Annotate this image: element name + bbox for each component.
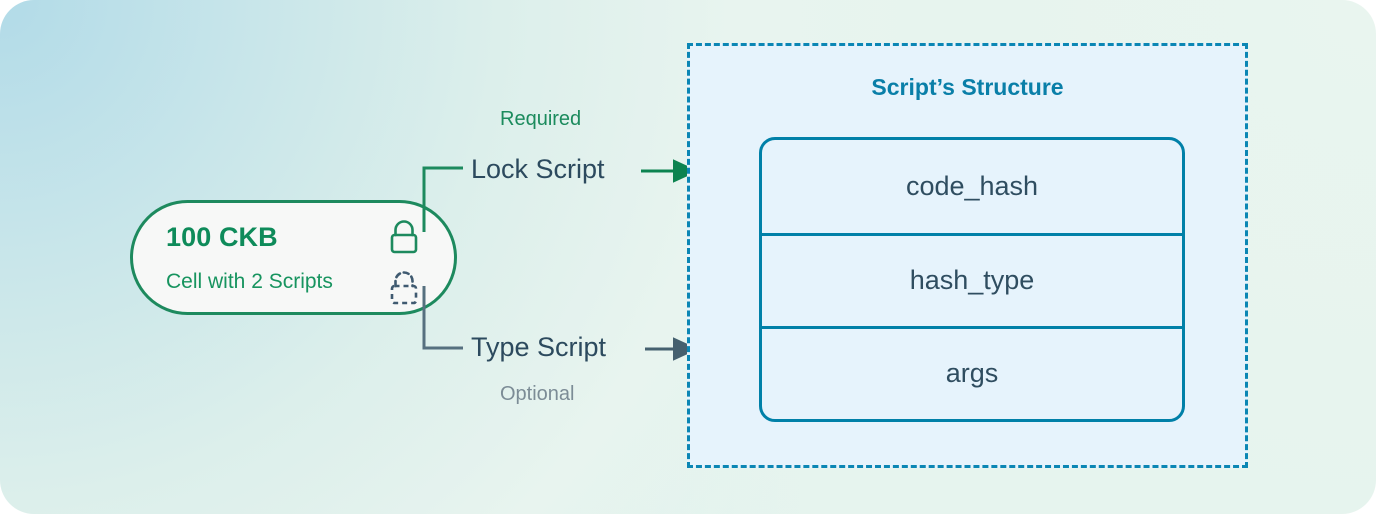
cell-icon-group bbox=[384, 218, 424, 306]
lock-script-note: Required bbox=[500, 108, 582, 130]
cell-amount: 100 CKB bbox=[166, 222, 278, 252]
lock-dashed-icon bbox=[390, 271, 418, 305]
table-row: args bbox=[762, 325, 1182, 419]
cell-pill: 100 CKB Cell with 2 Scripts bbox=[130, 200, 457, 315]
table-row: code_hash bbox=[905, 170, 1039, 201]
script-fields-table: code_hash hash_type args bbox=[759, 137, 1185, 422]
table-row: hash_type bbox=[762, 232, 1182, 326]
type-script-note: Optional bbox=[500, 383, 575, 405]
lock-script-label: Lock Script bbox=[471, 154, 605, 184]
panel-title: Script’s Structure bbox=[871, 74, 1064, 100]
lock-solid-icon bbox=[390, 220, 418, 254]
cell-subtitle: Cell with 2 Scripts bbox=[166, 270, 333, 293]
type-script-label: Type Script bbox=[471, 332, 607, 362]
script-structure-panel: Script’s Structure code_hash hash_type a… bbox=[687, 43, 1248, 468]
